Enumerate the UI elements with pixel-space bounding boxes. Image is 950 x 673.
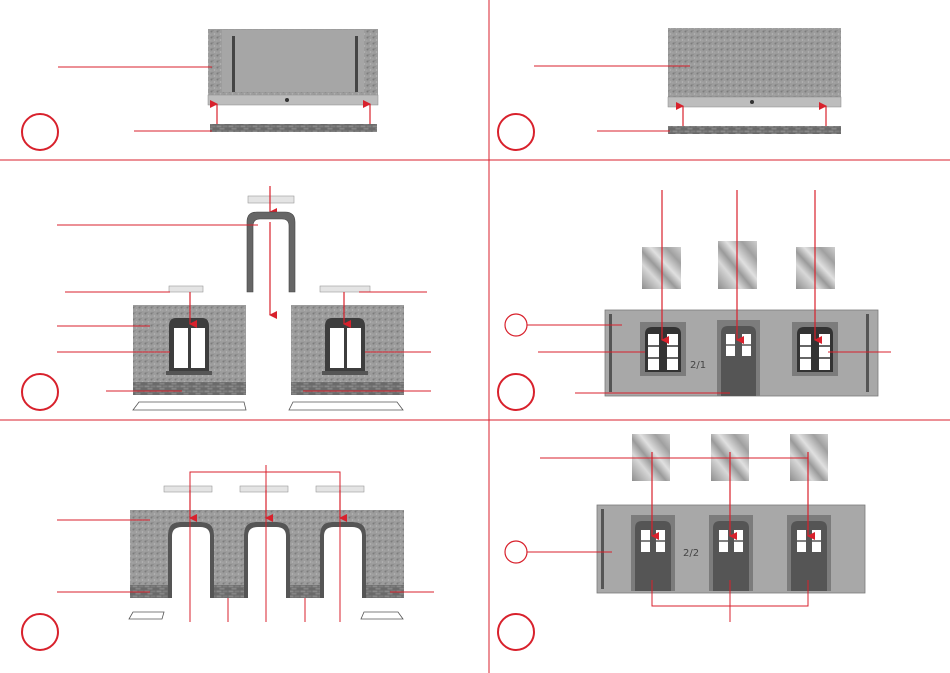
part-number-label: 2/1 <box>690 360 706 371</box>
step-3-circle <box>22 374 58 410</box>
lintel-piece <box>240 486 288 492</box>
brick-base-strip <box>668 126 841 134</box>
brick-base-strip <box>210 124 377 132</box>
door-left <box>631 515 675 591</box>
step-5-circle <box>22 614 58 650</box>
panel-base-strip <box>208 95 378 105</box>
lintel-piece <box>248 196 294 203</box>
base-plate <box>133 402 246 410</box>
detail-marker-circle <box>505 541 527 563</box>
step-6-panel: 2/2 <box>498 434 865 650</box>
panel-base-strip <box>668 97 841 107</box>
step-2-panel <box>498 28 841 150</box>
step-1-panel <box>22 29 378 150</box>
stone-wall-panel <box>668 28 841 98</box>
door-center <box>709 515 753 591</box>
detail-marker-circle <box>505 314 527 336</box>
base-plate <box>129 612 164 619</box>
step-1-circle <box>22 114 58 150</box>
step-4-panel: 2/1 <box>498 190 891 410</box>
lintel-piece <box>164 486 212 492</box>
lintel-piece <box>169 286 203 292</box>
step-4-circle <box>498 374 534 410</box>
door-right <box>787 515 831 591</box>
smooth-inner-face <box>222 30 364 92</box>
step-6-circle <box>498 614 534 650</box>
base-plate <box>361 612 403 619</box>
door-frame-piece <box>247 212 295 292</box>
door-center <box>717 320 760 396</box>
step-3-panel <box>22 186 431 410</box>
step-5-panel <box>22 465 434 650</box>
window-right <box>322 318 368 375</box>
window-left <box>640 322 686 376</box>
part-number-label: 2/2 <box>683 548 699 559</box>
window-left <box>166 318 212 375</box>
lintel-piece <box>320 286 370 292</box>
base-plate <box>289 402 403 410</box>
step-2-circle <box>498 114 534 150</box>
